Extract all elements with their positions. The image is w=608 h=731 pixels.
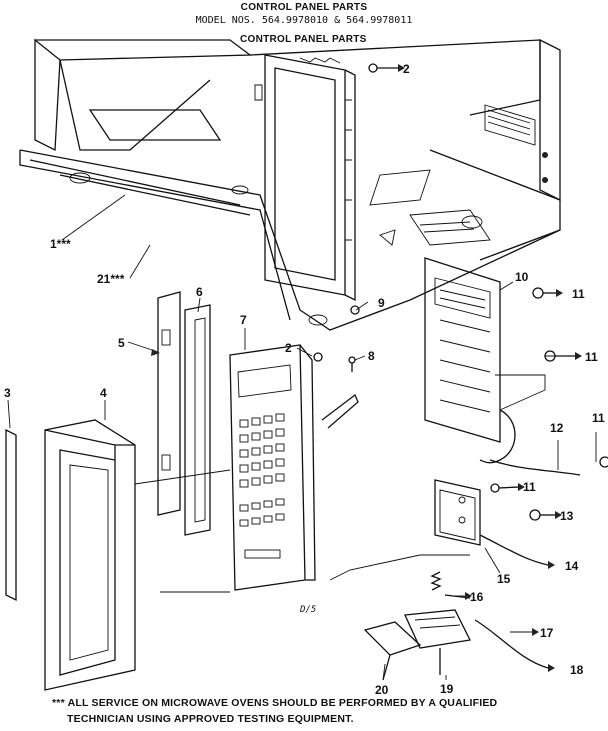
oven-cabinet <box>19 38 561 331</box>
callout-2-top: 2 <box>403 62 410 76</box>
callout-labels: 2 1*** 21*** 3 4 5 6 7 2 9 8 10 11 11 11… <box>4 62 605 697</box>
callout-14: 14 <box>565 559 579 573</box>
diagram-subtitle: CONTROL PANEL PARTS <box>240 34 367 45</box>
service-note-line-2: TECHNICIAN USING APPROVED TESTING EQUIPM… <box>67 713 354 725</box>
door-frame <box>254 54 356 302</box>
callout-20: 20 <box>375 683 389 697</box>
callout-6: 6 <box>196 285 203 299</box>
callout-11-a: 11 <box>572 287 585 301</box>
screw-2-top <box>368 63 398 73</box>
part-4-front-frame <box>44 419 136 691</box>
wire-14 <box>479 534 549 566</box>
callout-9: 9 <box>378 296 385 310</box>
callout-5: 5 <box>118 336 125 350</box>
part-16-spring <box>430 571 471 599</box>
part-3-strip <box>5 428 17 602</box>
callout-18: 18 <box>570 663 584 677</box>
callout-12: 12 <box>550 421 564 435</box>
fasteners <box>313 287 608 521</box>
wire-18 <box>474 619 549 669</box>
callout-16: 16 <box>470 590 484 604</box>
part-20-latch <box>363 621 422 681</box>
part-15-switch-assembly <box>434 479 481 546</box>
callout-11-b: 11 <box>585 350 598 364</box>
callout-4: 4 <box>100 386 107 400</box>
part-12-wire <box>489 459 581 476</box>
model-numbers: MODEL NOS. 564.9978010 & 564.9978011 <box>195 15 413 26</box>
part-10-circuit-board <box>424 257 516 464</box>
callout-3: 3 <box>4 386 11 400</box>
leader-arrowheads <box>151 64 582 672</box>
callout-13: 13 <box>560 509 574 523</box>
callout-2-mid: 2 <box>285 341 292 355</box>
callout-11-c: 11 <box>592 411 605 425</box>
callout-21: 21*** <box>97 272 125 286</box>
callout-17: 17 <box>540 626 554 640</box>
callout-10: 10 <box>515 270 529 284</box>
callout-8: 8 <box>368 349 375 363</box>
callout-1: 1*** <box>50 237 71 251</box>
part-7-control-panel <box>229 344 359 591</box>
part-6-strip <box>184 304 211 536</box>
diagram-title: CONTROL PANEL PARTS <box>240 2 368 13</box>
part-5-strip <box>157 291 181 516</box>
callout-19: 19 <box>440 682 454 696</box>
callout-11-d: 11 <box>523 480 536 494</box>
callout-15: 15 <box>497 572 511 586</box>
drawing-code: D/5 <box>300 605 317 615</box>
service-note-line-1: *** ALL SERVICE ON MICROWAVE OVENS SHOUL… <box>52 697 498 709</box>
callout-7: 7 <box>240 313 247 327</box>
part-19-bracket <box>404 609 471 675</box>
